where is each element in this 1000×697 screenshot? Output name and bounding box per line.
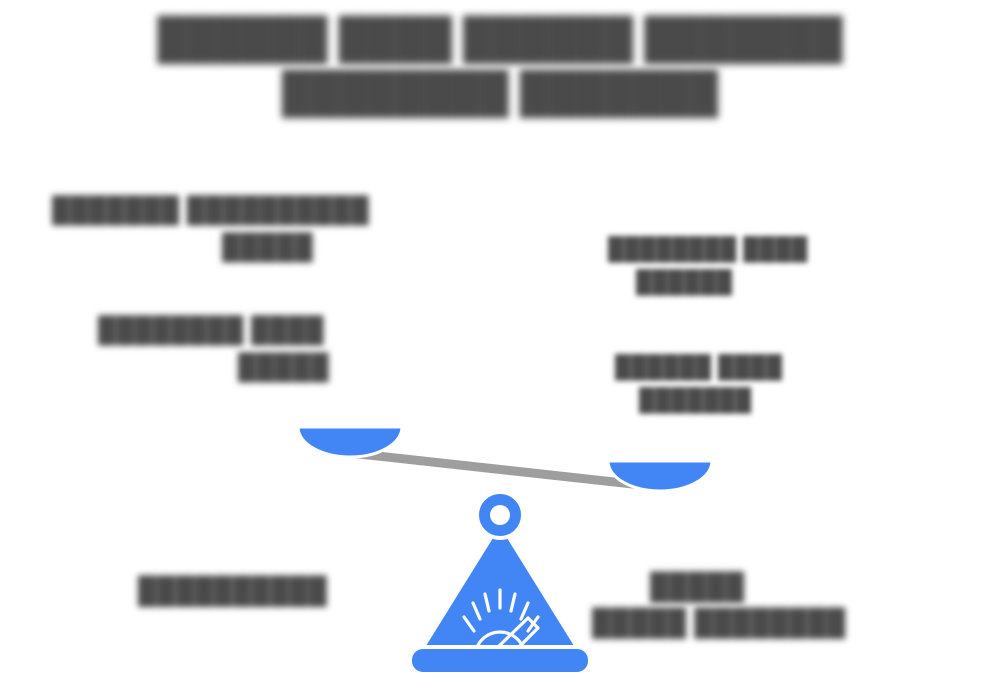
body-left-mid-line-2: █████ [238,353,330,381]
body-right-mid-line-1: ██████ ████ [615,354,783,379]
body-block-left-top: ███████ ██████████ █████ [52,192,522,266]
pivot-ring-inner [490,505,510,525]
body-left-top-line-1: ███████ ██████████ [52,196,370,224]
title-line-2: ████████ ███████ [281,71,719,115]
pedestal-foot [408,645,592,676]
body-block-left-mid: ████████ ████ █████ [98,312,538,386]
caption-right-line-2: █████ ████████ [592,607,846,637]
page-title: ██████ ████ ██████ ███████ ████████ ████… [0,12,1000,120]
title-line-1: ██████ ████ ██████ ███████ [157,17,843,61]
scale-beam [345,448,665,492]
body-block-right-mid: ██████ ████ ███████ [615,350,935,416]
body-right-top-line-1: ████████ ████ [608,236,808,261]
caption-left: ██████████ [138,572,448,608]
body-left-mid-line-1: ████████ ████ [98,316,324,344]
body-right-top-line-2: ██████ [636,269,733,294]
left-pan [296,425,404,459]
gauge-ticks [462,588,540,633]
right-pan [606,459,714,493]
caption-left-line-1: ██████████ [138,575,328,605]
balance-scale-illustration [270,405,730,680]
caption-right: █████ █████ ████████ [592,568,952,640]
body-left-top-line-2: █████ [222,233,314,261]
body-block-right-top: ████████ ████ ██████ [608,232,958,298]
body-right-mid-line-2: ███████ [639,387,752,412]
balance-scale-svg [296,425,714,676]
gauge-dial [474,630,526,652]
caption-right-line-1: █████ [650,571,745,601]
